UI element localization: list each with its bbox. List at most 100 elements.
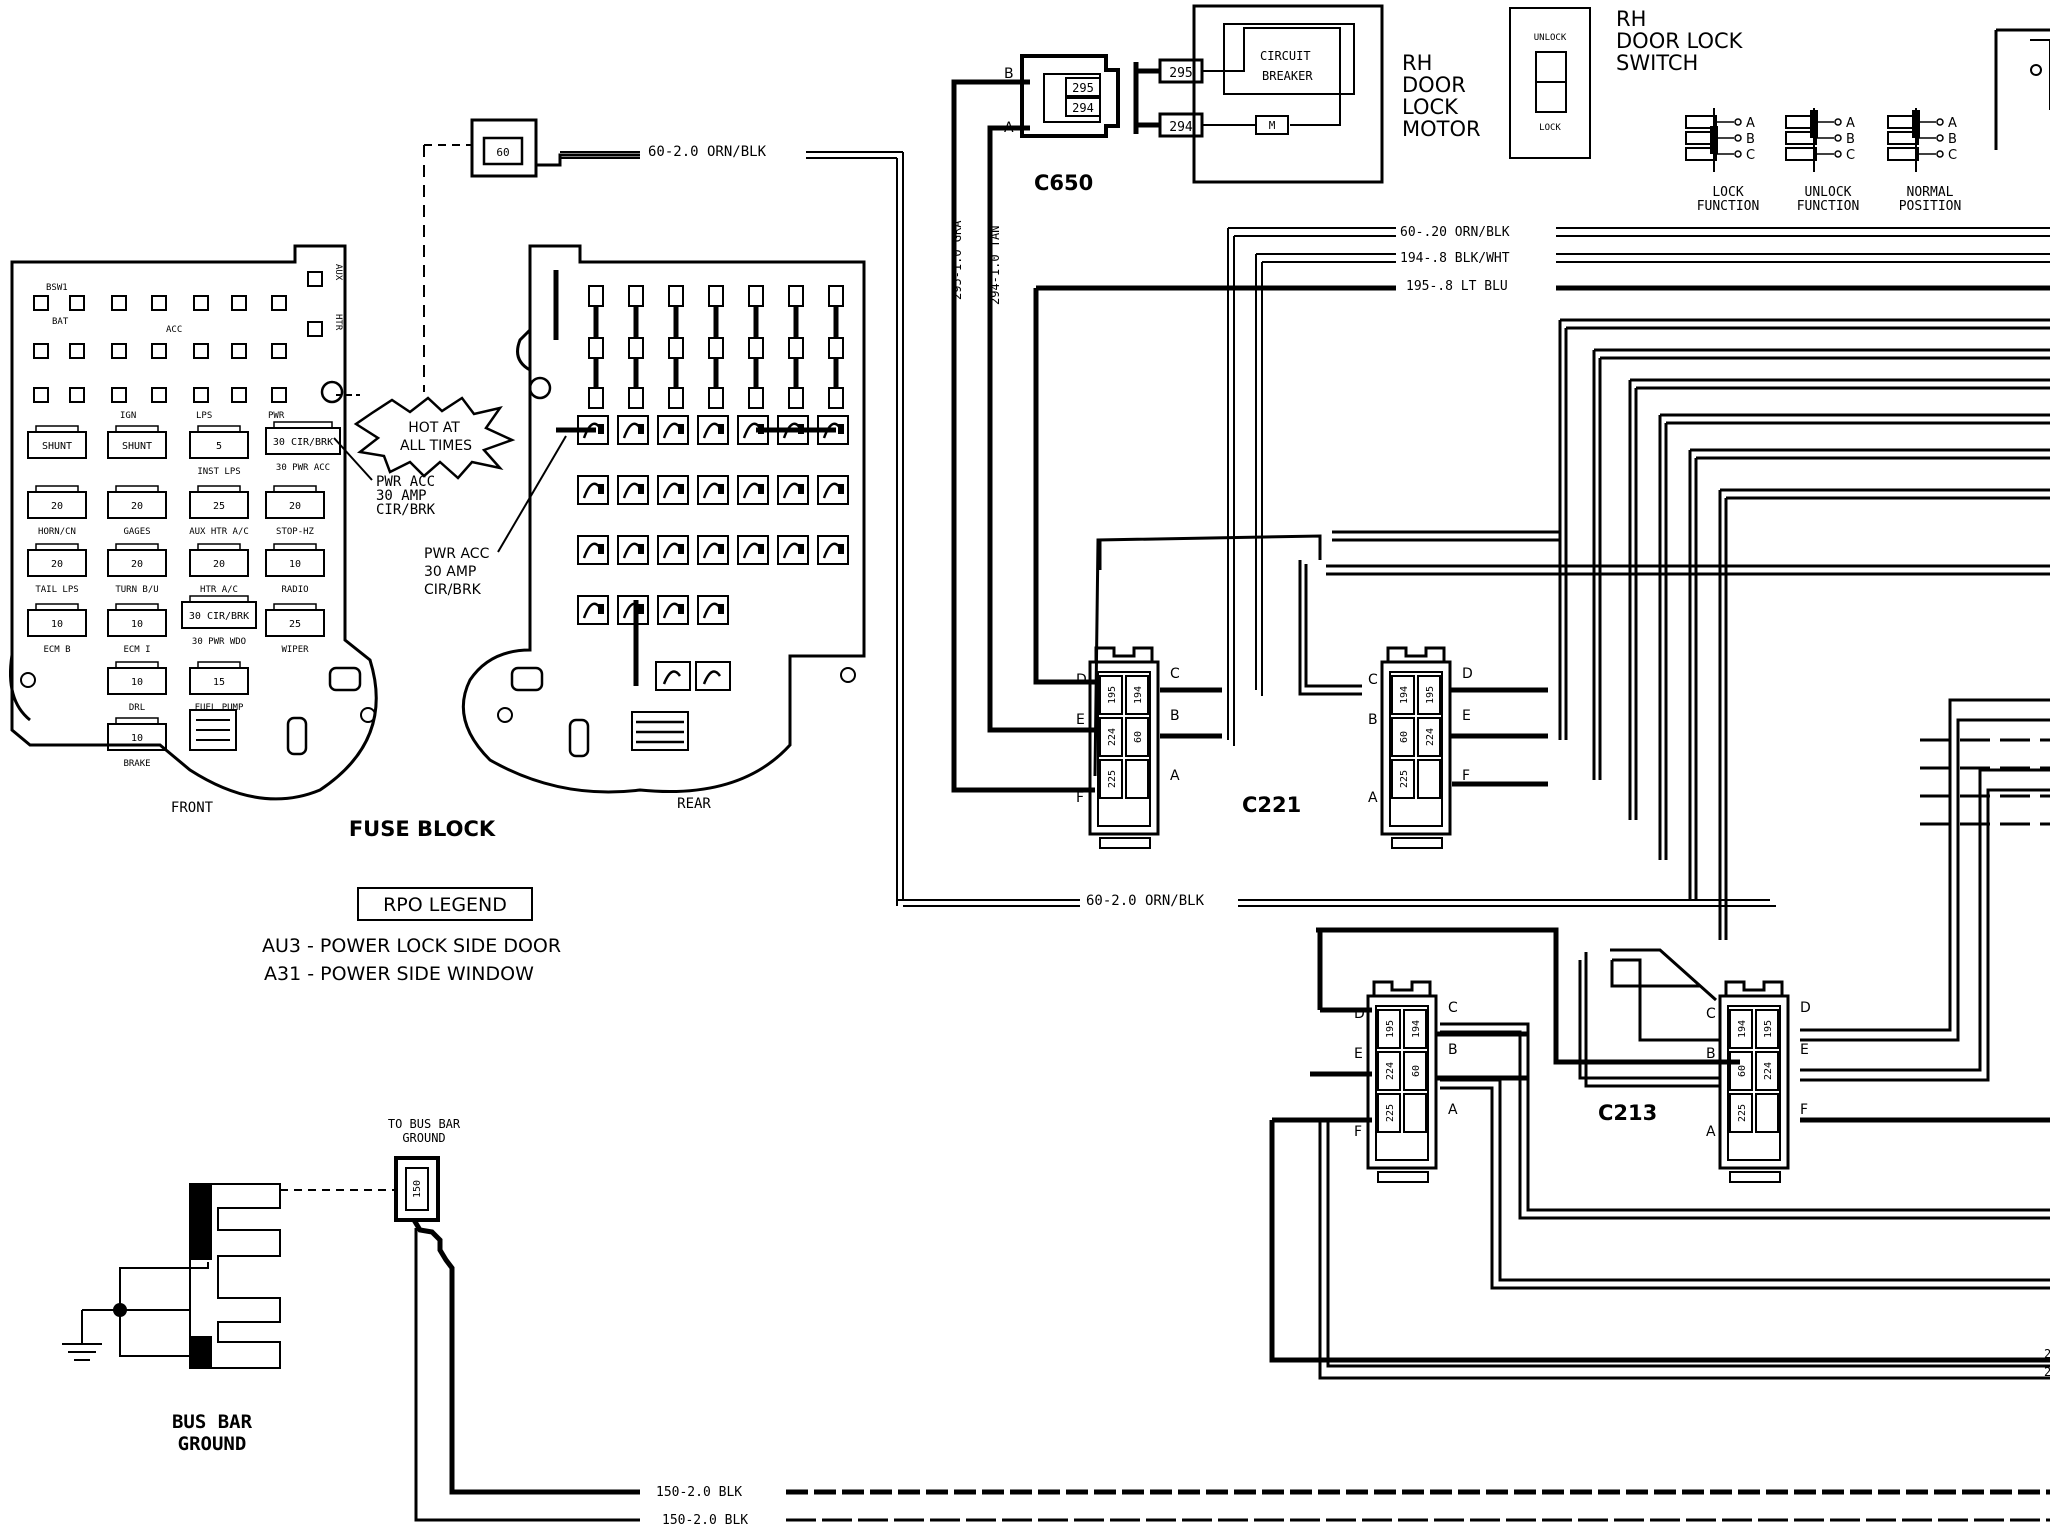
connector-pin: 60 [1399,731,1410,743]
rpo-legend-item-2: A31 - POWER SIDE WINDOW [264,963,534,985]
connector-letter: F [1462,768,1470,784]
fuse-label: WIPER [281,645,309,655]
fuse-label: HTR A/C [200,585,238,595]
switch-pin-letter: B [1746,132,1755,147]
hot-callout-line1: HOT AT [408,420,460,436]
rear-bus-bars [553,270,849,691]
fuse-1: SHUNT [107,425,167,459]
breaker-pin-295: 295 [1169,66,1192,81]
fuse-value: 30 CIR/BRK [189,611,249,622]
connector-letter: C [1170,666,1180,682]
hot-callout-line2: ALL TIMES [400,438,472,454]
connector-pin: 225 [1399,770,1410,788]
rh-motor-line3: LOCK [1402,95,1459,119]
breaker-label-1: CIRCUIT [1260,49,1311,63]
fuse-value: 20 [131,501,143,512]
ground-wires: 150-2.0 BLK 150-2.0 BLK [656,1485,2050,1528]
fuse-value: 25 [289,619,301,630]
hot-at-all-times-callout: HOT AT ALL TIMES [336,394,516,480]
fuse-label: RADIO [281,585,308,595]
label-aux: AUX [333,264,343,281]
pwr-acc-front-line1: PWR ACC [376,474,435,490]
switch-function-label-1: NORMAL [1907,185,1954,200]
fuse-value: 10 [131,733,143,744]
rpo-legend-item-1: AU3 - POWER LOCK SIDE DOOR [262,935,561,957]
wire-c650-295: 295-1.0 GRA [950,220,964,300]
connector-letter: C [1706,1006,1716,1022]
fuse-label: 30 PWR ACC [276,463,330,473]
connector-letter: A [1448,1102,1458,1118]
switch-pin-letter: B [1948,132,1957,147]
label-acc: ACC [166,325,182,335]
label-ign: IGN [120,411,136,421]
top-connector-60: 60 [470,118,640,178]
harness-lines [1093,318,2050,1380]
connector-letter: E [1354,1046,1363,1062]
connector-pin: 195 [1385,1020,1396,1038]
motor-symbol: M [1269,119,1276,132]
connector-pin: 60 [1411,1065,1422,1077]
rh-door-lock-switch: UNLOCK LOCK [1509,7,1591,159]
bus-bar-label-2: GROUND [178,1433,247,1455]
switch-title-2: DOOR LOCK [1616,29,1744,53]
switch-title-3: SWITCH [1616,51,1698,75]
switch-pin-letter: B [1846,132,1855,147]
wire-top-feed-label: 60-2.0 ORN/BLK [648,144,767,160]
fuse-value: 20 [131,559,143,570]
fuse-label: BRAKE [123,759,150,769]
connector-pin: 224 [1385,1062,1396,1080]
rh-motor-line4: MOTOR [1402,117,1481,141]
connector-letter: F [1800,1102,1808,1118]
pwr-acc-front-line3: CIR/BRK [376,502,436,518]
fuse-label: DRL [129,703,145,713]
connector-pin: 225 [1107,770,1118,788]
switch-pin-letter: C [1846,148,1855,163]
fuse-label: ECM I [123,645,150,655]
pwr-acc-front-line2: 30 AMP [376,488,427,504]
connector-pin: 195 [1425,686,1436,704]
to-bus-bar-2: GROUND [402,1131,445,1145]
connector-letter: B [1368,712,1378,728]
fuse-value: 10 [131,677,143,688]
fuse-label: INST LPS [197,467,240,477]
connector-letter: D [1462,666,1473,682]
top-connector-pin: 60 [496,146,509,159]
rpo-legend-title: RPO LEGEND [383,894,507,916]
label-bat: BAT [52,317,69,327]
fuse-label: AUX HTR A/C [189,527,249,537]
label-htr: HTR [333,314,343,331]
pwr-acc-rear-line2: 30 AMP [424,564,476,580]
pwr-acc-callout-rear: PWR ACC 30 AMP CIR/BRK [424,435,567,598]
connector-c650: 295 294 B A C650 [1004,54,1120,195]
connector-pin: 194 [1399,686,1410,704]
connector-letter: C [1448,1000,1458,1016]
fuse-value: 5 [216,441,222,452]
connector-pin: 194 [1737,1020,1748,1038]
bus-bar-label-1: BUS BAR [172,1411,253,1433]
switch-lock-text: LOCK [1539,123,1561,133]
c650-letter-b: B [1004,66,1014,82]
connector-letter: E [1076,712,1085,728]
connector-letter: B [1170,708,1180,724]
fuse-label: TAIL LPS [35,585,78,595]
ground-wire-label-2: 150-2.0 BLK [662,1513,748,1528]
fuse-value: 10 [131,619,143,630]
connector-pin: 224 [1763,1062,1774,1080]
wire-c650-294: 294-1.0 TAN [988,226,1002,305]
